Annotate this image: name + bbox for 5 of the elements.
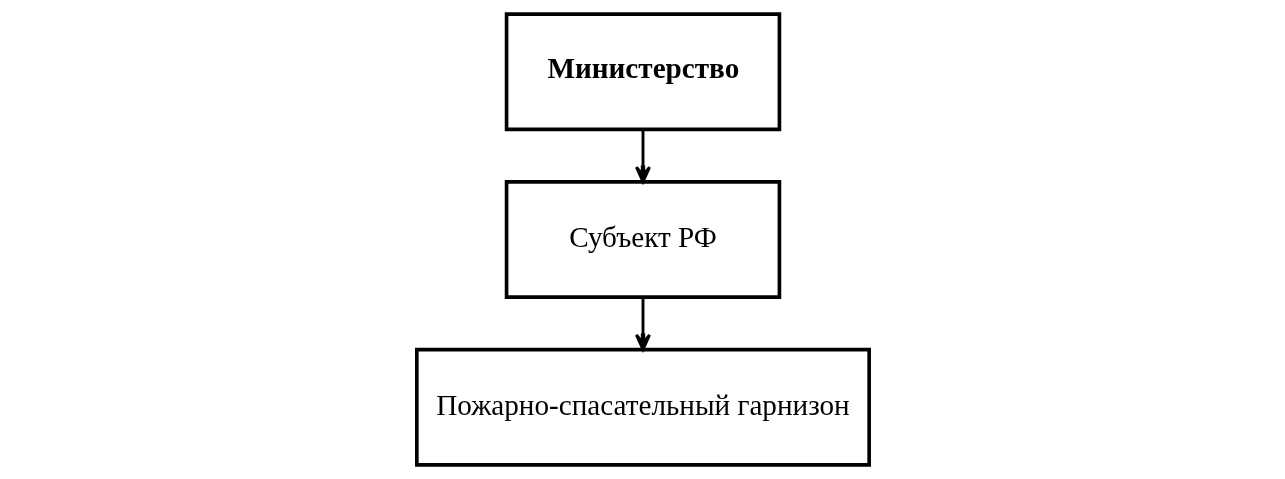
node-box: Субъект РФ <box>504 180 781 299</box>
arrow <box>634 129 651 184</box>
arrow <box>634 297 651 351</box>
node-box: Министерство <box>504 12 781 132</box>
node-box: Пожарно-спасательный гарнизон <box>414 347 871 467</box>
